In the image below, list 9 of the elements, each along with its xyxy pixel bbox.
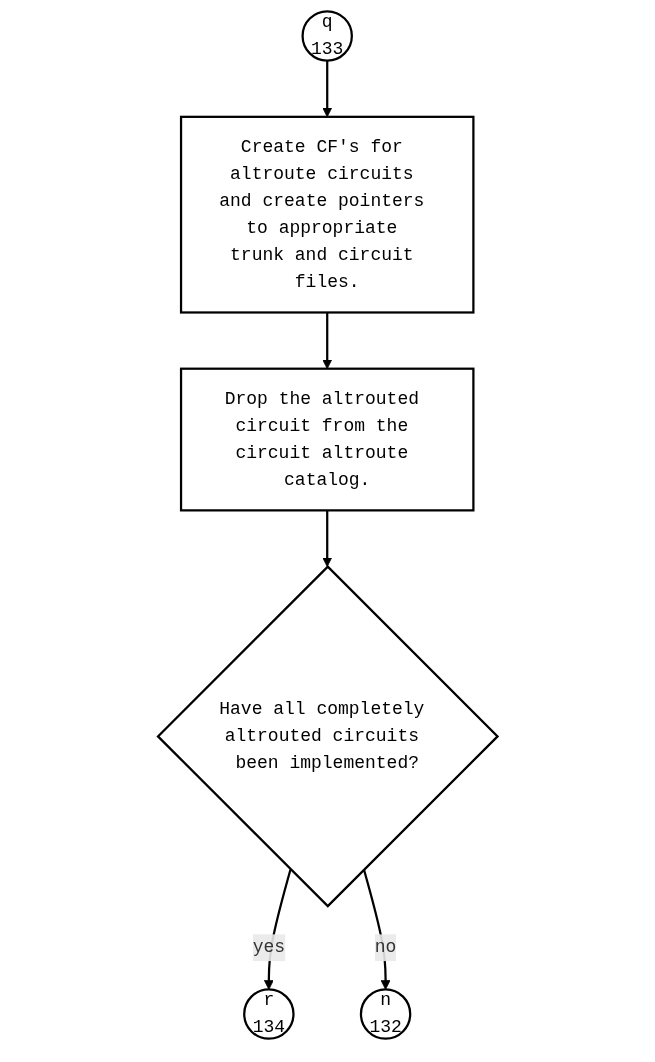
node-circle: q 133 bbox=[301, 10, 353, 62]
arrow bbox=[322, 510, 332, 568]
node-circle: r 134 bbox=[242, 988, 295, 1040]
node-diamond: Have all completely altrouted circuits been implemented? bbox=[156, 565, 499, 908]
node-box: Create CF's for altroute circuits and create pointers to appropriate trunk and circuit files. bbox=[179, 115, 475, 314]
edge-label: yes bbox=[252, 937, 285, 958]
node-circle: n 132 bbox=[359, 988, 412, 1040]
node-box: Drop the altrouted circuit from the circuit altroute catalog. bbox=[179, 367, 475, 512]
edge-label: no bbox=[374, 937, 397, 958]
